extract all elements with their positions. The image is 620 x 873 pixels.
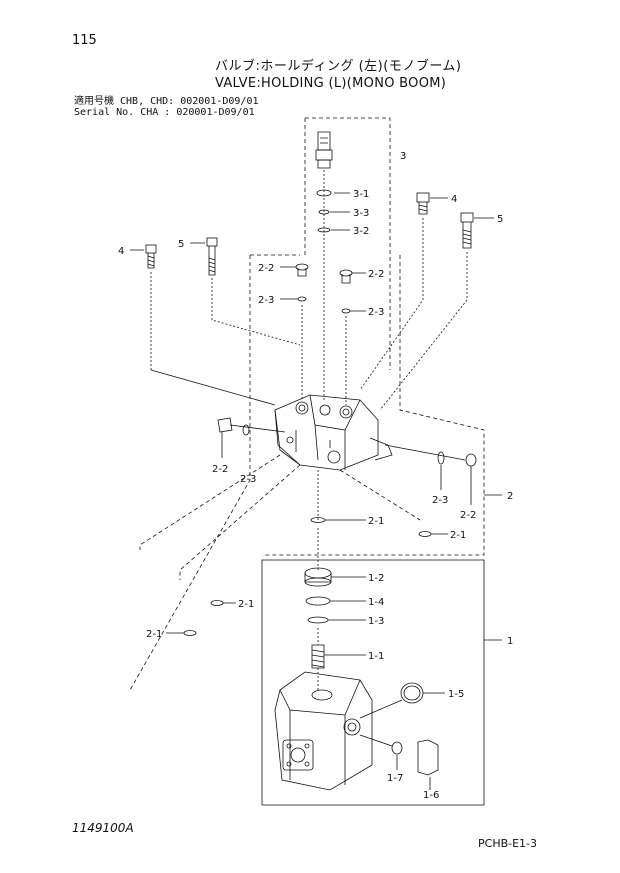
plug-2-2-left [217, 417, 286, 458]
callout-1: 1 [507, 636, 513, 647]
callout-1-3: 1-3 [368, 616, 384, 627]
plug-2-2-top-right [339, 269, 353, 405]
plug-2-2-top-left [295, 263, 309, 400]
callout-4-right: 4 [451, 194, 457, 205]
plug-2-2-right [384, 444, 477, 505]
callout-5-left: 5 [178, 239, 184, 250]
callout-3-3: 3-3 [353, 208, 369, 219]
drawing-number: 1149100A [72, 821, 134, 835]
callout-2-1-c: 2-1 [238, 599, 254, 610]
valve-body-2 [139, 394, 432, 636]
callout-1-1: 1-1 [368, 651, 384, 662]
callout-1-5: 1-5 [448, 689, 464, 700]
callout-5-right: 5 [497, 214, 503, 225]
callout-2: 2 [507, 491, 513, 502]
bolt-5-left [206, 237, 301, 346]
callout-2-1-d: 2-1 [146, 629, 162, 640]
callout-1-6: 1-6 [423, 790, 439, 801]
callout-2-1-a: 2-1 [368, 516, 384, 527]
callout-3-1: 3-1 [353, 189, 369, 200]
title-english: VALVE:HOLDING (L)(MONO BOOM) [215, 76, 447, 91]
serial-line-1: 適用号機 CHB, CHD: 002001-D09/01 [74, 96, 259, 107]
page-number: 115 [72, 33, 97, 48]
callout-3: 3 [400, 151, 406, 162]
callout-2-2-c: 2-2 [212, 464, 228, 475]
callout-2-3-a: 2-3 [258, 295, 274, 306]
bolt-4-left [145, 244, 157, 370]
cartridge-3 [315, 131, 333, 400]
callout-2-1-b: 2-1 [450, 530, 466, 541]
callout-labels: 3 3-1 3-3 3-2 4 5 4 5 2-2 2-3 2-2 2-3 2-… [118, 151, 513, 801]
group-3-boundary [305, 117, 391, 370]
group-2-boundary [250, 254, 485, 556]
callout-1-7: 1-7 [387, 773, 403, 784]
bolt-4-right [359, 192, 430, 391]
callout-1-2: 1-2 [368, 573, 384, 584]
page-code: PCHB-E1-3 [478, 837, 538, 850]
valve-parts-1 [274, 567, 439, 791]
callout-2-2-b: 2-2 [368, 269, 384, 280]
callout-2-2-d: 2-2 [460, 510, 476, 521]
callout-3-2: 3-2 [353, 226, 369, 237]
title-japanese: バルブ:ホールディング (左)(モノブーム) [215, 59, 462, 74]
callout-1-4: 1-4 [368, 597, 384, 608]
group-1-boundary [261, 559, 485, 806]
callout-2-3-b: 2-3 [368, 307, 384, 318]
callout-2-3-c: 2-3 [240, 474, 256, 485]
callout-2-3-d: 2-3 [432, 495, 448, 506]
callout-2-2-a: 2-2 [258, 263, 274, 274]
serial-line-2: Serial No. CHA : 020001-D09/01 [74, 107, 255, 118]
callout-4-left: 4 [118, 246, 124, 257]
bolt-5-right [379, 212, 474, 411]
